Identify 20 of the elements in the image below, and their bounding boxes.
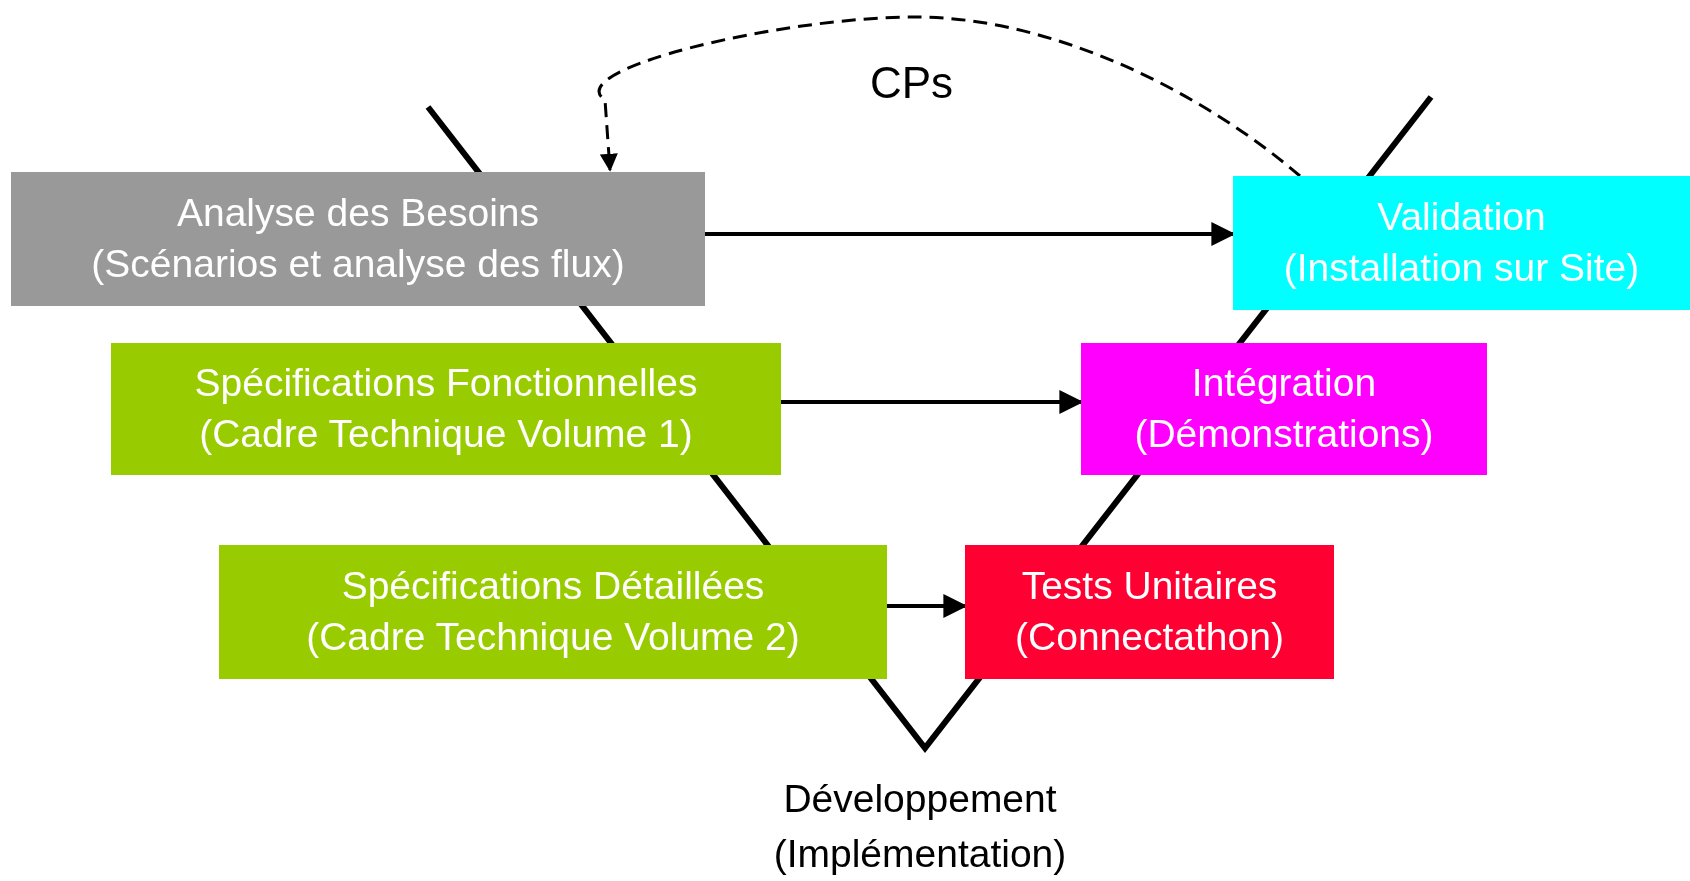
phase-subtitle: (Connectathon) [1015, 614, 1284, 660]
phase-label: Développement (Implémentation) [772, 776, 1068, 877]
process-box [1081, 343, 1487, 475]
phase-subtitle: (Scénarios et analyse des flux) [91, 241, 625, 287]
phase-title: Tests Unitaires [1021, 563, 1278, 610]
phase-title: Analyse des Besoins [176, 190, 539, 237]
process-box [111, 343, 781, 475]
process-box [219, 545, 887, 679]
process-box [11, 172, 705, 306]
phase-subtitle: (Cadre Technique Volume 1) [199, 411, 693, 457]
phase-title: Intégration [1191, 360, 1377, 407]
phase-subtitle: (Cadre Technique Volume 2) [306, 614, 800, 660]
phase-subtitle: (Installation sur Site) [1283, 245, 1640, 291]
phase-title: Validation [1377, 194, 1546, 241]
process-box [965, 545, 1334, 679]
phase-title: Spécifications Détaillées [341, 563, 765, 610]
phase-title: Spécifications Fonctionnelles [194, 360, 698, 407]
process-box [1233, 176, 1690, 310]
dashed-arrow [598, 15, 1301, 178]
phase-subtitle: (Démonstrations) [1134, 411, 1434, 457]
